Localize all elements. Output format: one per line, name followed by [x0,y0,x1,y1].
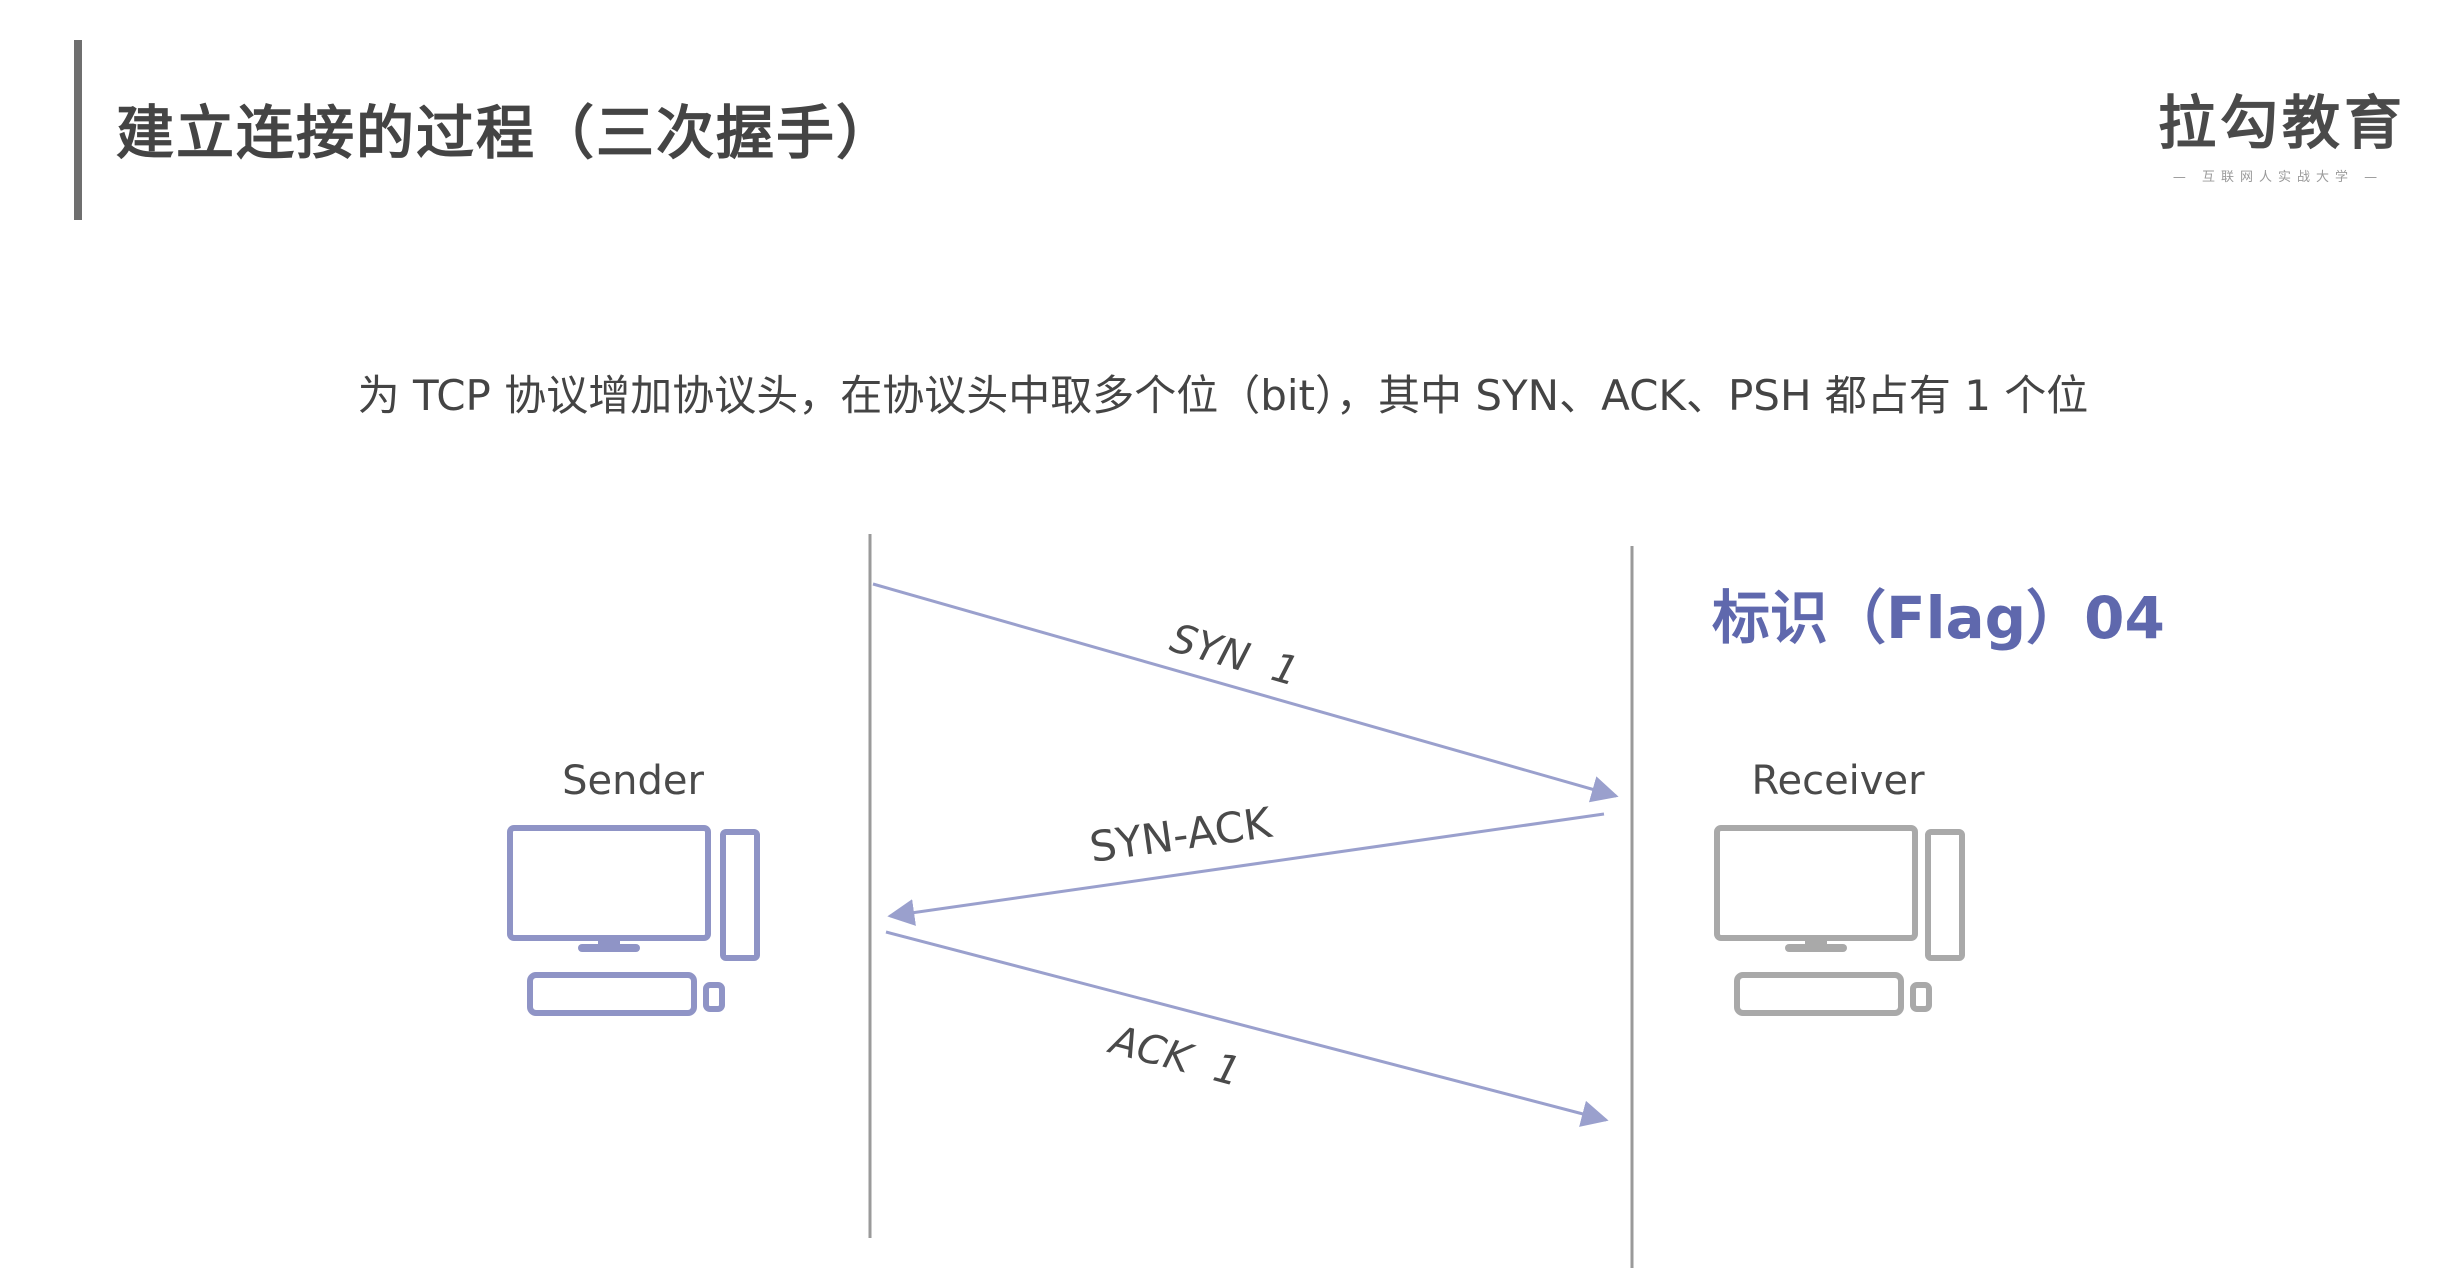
syn-ack-label: SYN-ACK [1087,798,1276,872]
ack-arrow [885,930,1609,1127]
logo-tagline: — 互联网人实战大学 — [2172,170,2384,185]
syn-label: SYN 1 [1165,615,1303,695]
logo-name: 拉勾教育 [2158,89,2407,157]
syn-ack-arrow [887,812,1605,926]
receiver-label: Receiver [1751,758,1925,804]
flag-label: 标识（Flag）04 [1712,584,2165,652]
brand-logo: 拉勾教育 — 互联网人实战大学 — [2158,88,2407,185]
sender-computer-icon [507,825,760,1016]
title-accent-bar [74,40,82,220]
receiver-computer-icon [1714,825,1965,1016]
page-title: 建立连接的过程（三次握手） [116,99,897,167]
syn-arrow [872,582,1619,803]
ack-label: ACK 1 [1103,1016,1246,1095]
sender-label: Sender [562,758,704,804]
subtitle: 为 TCP 协议增加协议头，在协议头中取多个位（bit），其中 SYN、ACK、… [357,371,2089,420]
